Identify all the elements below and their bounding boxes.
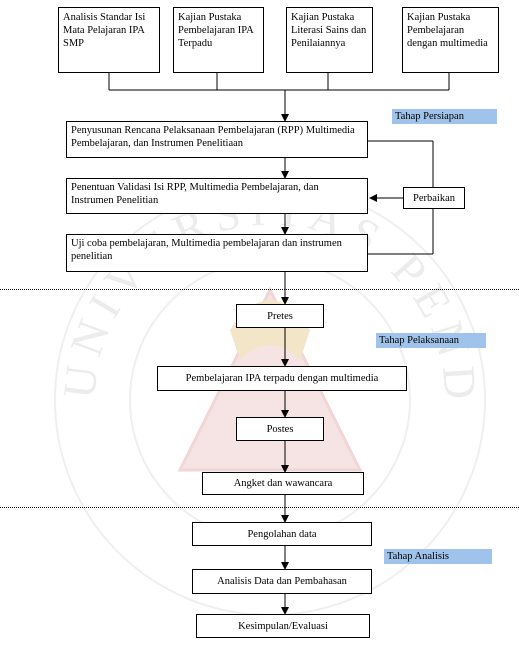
step-kesimpulan: Kesimpulan/Evaluasi bbox=[196, 614, 370, 638]
step-ujicoba: Uji coba pembelajaran, Multimedia pembel… bbox=[66, 234, 368, 272]
phase-separator-1 bbox=[0, 289, 519, 290]
source-label: Kajian Pustaka Literasi Sains dan Penila… bbox=[291, 12, 367, 49]
step-label: Analisis Data dan Pembahasan bbox=[217, 576, 347, 587]
step-postes: Postes bbox=[236, 417, 324, 441]
source-label: Kajian Pustaka Pembelajaran IPA Terpadu bbox=[178, 12, 254, 49]
step-label: Penentuan Validasi Isi RPP, Multimedia P… bbox=[71, 182, 319, 206]
step-perbaikan: Perbaikan bbox=[403, 187, 465, 209]
step-label: Uji coba pembelajaran, Multimedia pembel… bbox=[71, 238, 342, 262]
step-label: Angket dan wawancara bbox=[233, 478, 333, 489]
step-validasi: Penentuan Validasi Isi RPP, Multimedia P… bbox=[66, 178, 368, 214]
step-label: Kesimpulan/Evaluasi bbox=[238, 620, 328, 632]
step-label: Perbaikan bbox=[413, 192, 455, 204]
step-pengolahan: Pengolahan data bbox=[192, 522, 372, 546]
phase-tag-pelaksanaan: Tahap Pelaksanaan bbox=[376, 333, 486, 348]
step-pretes: Pretes bbox=[236, 304, 324, 328]
source-box-multimedia: Kajian Pustaka Pembelajaran dengan multi… bbox=[402, 7, 499, 73]
step-angket: Angket dan wawancara bbox=[202, 472, 364, 495]
step-label: Penyusunan Rencana Pelaksanaan Pembelaja… bbox=[71, 125, 355, 149]
source-label: Kajian Pustaka Pembelajaran dengan multi… bbox=[407, 12, 488, 49]
step-penyusunan: Penyusunan Rencana Pelaksanaan Pembelaja… bbox=[66, 121, 368, 158]
source-box-literasi-sains: Kajian Pustaka Literasi Sains dan Penila… bbox=[286, 7, 373, 73]
step-label: Pembelajaran IPA terpadu dengan multimed… bbox=[185, 373, 379, 384]
source-box-ipa-terpadu: Kajian Pustaka Pembelajaran IPA Terpadu bbox=[173, 7, 264, 73]
step-label: Pretes bbox=[267, 310, 293, 322]
phase-separator-2 bbox=[0, 507, 519, 508]
step-label: Pengolahan data bbox=[247, 528, 317, 540]
step-analisis-data: Analisis Data dan Pembahasan bbox=[192, 569, 372, 594]
source-label: Analisis Standar Isi Mata Pelajaran IPA … bbox=[63, 12, 146, 49]
source-box-standar-isi: Analisis Standar Isi Mata Pelajaran IPA … bbox=[58, 7, 160, 73]
phase-tag-persiapan: Tahap Persiapan bbox=[392, 109, 497, 124]
step-pembelajaran: Pembelajaran IPA terpadu dengan multimed… bbox=[157, 366, 407, 391]
step-label: Postes bbox=[266, 423, 294, 435]
phase-tag-analisis: Tahap Analisis bbox=[384, 549, 492, 564]
